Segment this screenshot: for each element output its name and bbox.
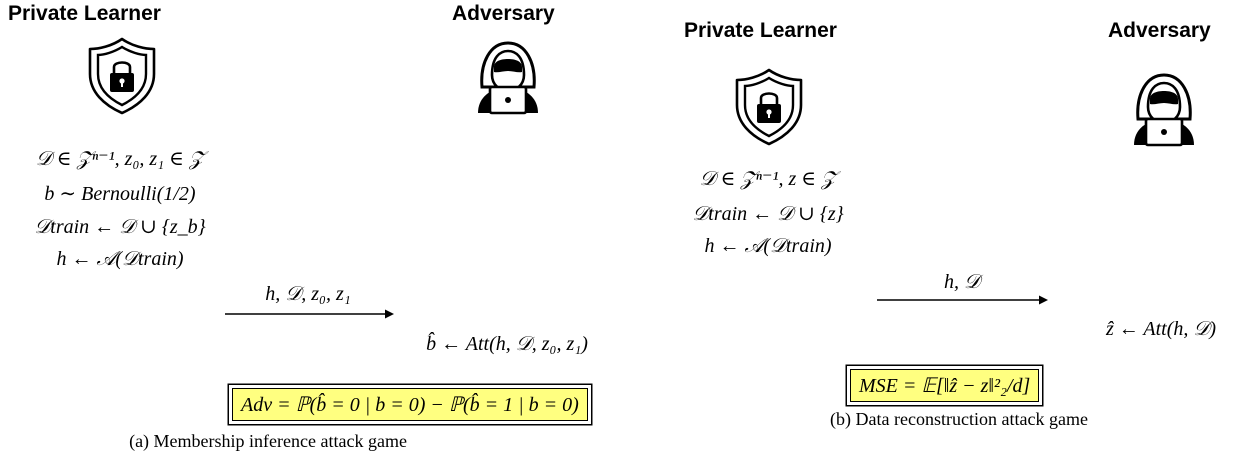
adversary-title-a: Adversary [452,2,555,25]
caption-a: (a) Membership inference attack game [129,431,407,451]
learner-line-b-2: 𝒟train ← 𝒟 ∪ {z} [692,203,844,225]
adversary-title-b: Adversary [1108,19,1211,42]
learner-line-a-2: b ∼ Bernoulli(1/2) [44,183,196,205]
metric-box-a: Adv = ℙ(b̂ = 0 | b = 0) − ℙ(b̂ = 1 | b =… [232,388,588,421]
learner-line-a-1: 𝒟 ∈ 𝒵ⁿ⁻¹, z₀, z₁ ∈ 𝒵 [35,148,205,170]
message-label-a: h, 𝒟, z₀, z₁ [265,283,351,305]
learner-line-b-3: h ← 𝒜(𝒟train) [704,235,832,257]
learner-line-b-1: 𝒟 ∈ 𝒵ⁿ⁻¹, z ∈ 𝒵 [699,168,837,190]
metric-box-b: MSE = 𝔼[‖ẑ − z‖²₂/d] [850,369,1040,402]
learner-line-a-3: 𝒟train ← 𝒟 ∪ {z_b} [34,216,206,238]
adversary-output-a: b̂ ← Att(h, 𝒟, z₀, z₁) [426,333,588,355]
hacker-laptop-icon [1134,73,1194,147]
hacker-laptop-icon [478,41,538,115]
learner-line-a-4: h ← 𝒜(𝒟train) [56,248,184,270]
caption-b: (b) Data reconstruction attack game [830,409,1088,429]
message-arrow-a [225,309,394,319]
message-label-b: h, 𝒟 [944,271,980,293]
shield-lock-icon [88,37,156,115]
adversary-output-b: ẑ ← Att(h, 𝒟) [1105,318,1217,340]
learner-title-b: Private Learner [684,19,837,42]
learner-title-a: Private Learner [8,2,161,25]
shield-lock-icon [735,68,803,146]
message-arrow-b [877,295,1048,305]
